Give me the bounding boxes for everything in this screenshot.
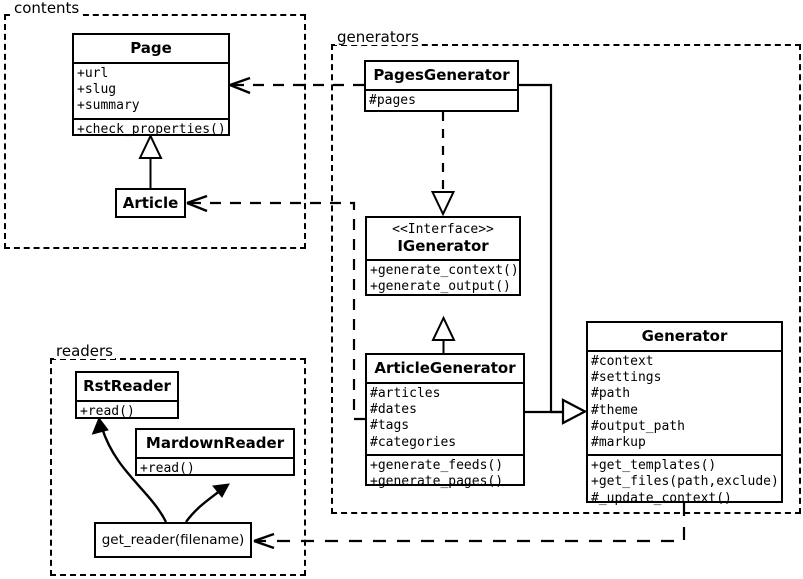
attribute: +slug <box>77 82 117 98</box>
operation: #_update_context() <box>591 490 732 506</box>
package-contents: contents <box>4 0 306 249</box>
class-box-generator[interactable]: Generator #context #settings #path #them… <box>586 321 783 506</box>
class-name-page: Page <box>130 39 172 57</box>
attribute: #tags <box>370 418 410 434</box>
attribute: #articles <box>370 386 441 401</box>
attribute: #categories <box>370 434 457 450</box>
class-operations-igenerator: +generate_context() +generate_output() <box>367 259 519 298</box>
function-name-get-reader: get_reader(filename) <box>101 531 245 548</box>
attribute: #path <box>591 386 631 402</box>
attribute: #markup <box>591 435 646 451</box>
operation: +generate_output() <box>370 279 511 295</box>
class-box-article-generator[interactable]: ArticleGenerator #articles #dates #tags … <box>365 353 525 489</box>
operation: +check_properties() <box>77 121 226 137</box>
class-operations-mardown-reader: +read() <box>137 457 293 480</box>
operation: +read() <box>80 404 135 419</box>
class-operations-article-generator: +generate_feeds() +generate_pages() <box>367 453 523 493</box>
attribute: #settings <box>591 370 662 386</box>
operation: +generate_feeds() <box>370 457 504 473</box>
package-readers-border <box>50 358 306 576</box>
class-name-generator: Generator <box>641 327 728 345</box>
class-name-igenerator: IGenerator <box>397 237 489 255</box>
package-generators-border <box>331 44 801 514</box>
class-box-rst-reader[interactable]: RstReader +read() <box>75 371 179 419</box>
operation: +generate_pages() <box>370 474 504 490</box>
class-operations-rst-reader: +read() <box>77 400 177 423</box>
package-contents-label: contents <box>12 0 82 17</box>
class-box-igenerator[interactable]: <<Interface>> IGenerator +generate_conte… <box>365 216 521 296</box>
package-generators-label: generators <box>335 28 421 46</box>
class-name-mardown-reader: MardownReader <box>145 434 285 452</box>
attribute: #pages <box>369 93 416 108</box>
attribute: #context <box>591 354 654 369</box>
class-name-article: Article <box>122 193 179 212</box>
class-name-article-generator: ArticleGenerator <box>374 359 516 377</box>
class-attributes-generator: #context #settings #path #theme #output_… <box>588 350 781 454</box>
class-stereotype-igenerator: <<Interface>> <box>392 222 494 237</box>
package-readers-label: readers <box>54 342 115 360</box>
attribute: #theme <box>591 402 638 418</box>
attribute: #output_path <box>591 418 685 434</box>
class-attributes-pages-generator: #pages <box>366 89 517 112</box>
operation: +generate_context() <box>370 263 519 278</box>
class-name-pages-generator: PagesGenerator <box>373 66 510 84</box>
operation: +get_files(path,exclude) <box>591 474 779 490</box>
class-box-page[interactable]: Page +url +slug +summary +check_properti… <box>72 33 230 137</box>
class-operations-generator: +get_templates() +get_files(path,exclude… <box>588 454 781 510</box>
attribute: +summary <box>77 98 140 114</box>
attribute: #dates <box>370 402 417 418</box>
class-attributes-article-generator: #articles #dates #tags #categories <box>367 382 523 454</box>
class-attributes-page: +url +slug +summary <box>74 62 228 118</box>
class-box-mardown-reader[interactable]: MardownReader +read() <box>135 428 295 476</box>
package-generators: generators <box>331 29 801 514</box>
package-contents-border <box>4 14 306 249</box>
attribute: +url <box>77 66 109 81</box>
operation: +get_templates() <box>591 458 717 474</box>
class-box-pages-generator[interactable]: PagesGenerator #pages <box>364 60 519 112</box>
function-box-get-reader[interactable]: get_reader(filename) <box>94 522 252 558</box>
class-box-article[interactable]: Article <box>115 188 186 218</box>
class-name-rst-reader: RstReader <box>83 377 171 395</box>
operation: +read() <box>140 461 195 476</box>
class-operations-page: +check_properties() <box>74 117 228 141</box>
package-readers: readers <box>50 343 306 576</box>
